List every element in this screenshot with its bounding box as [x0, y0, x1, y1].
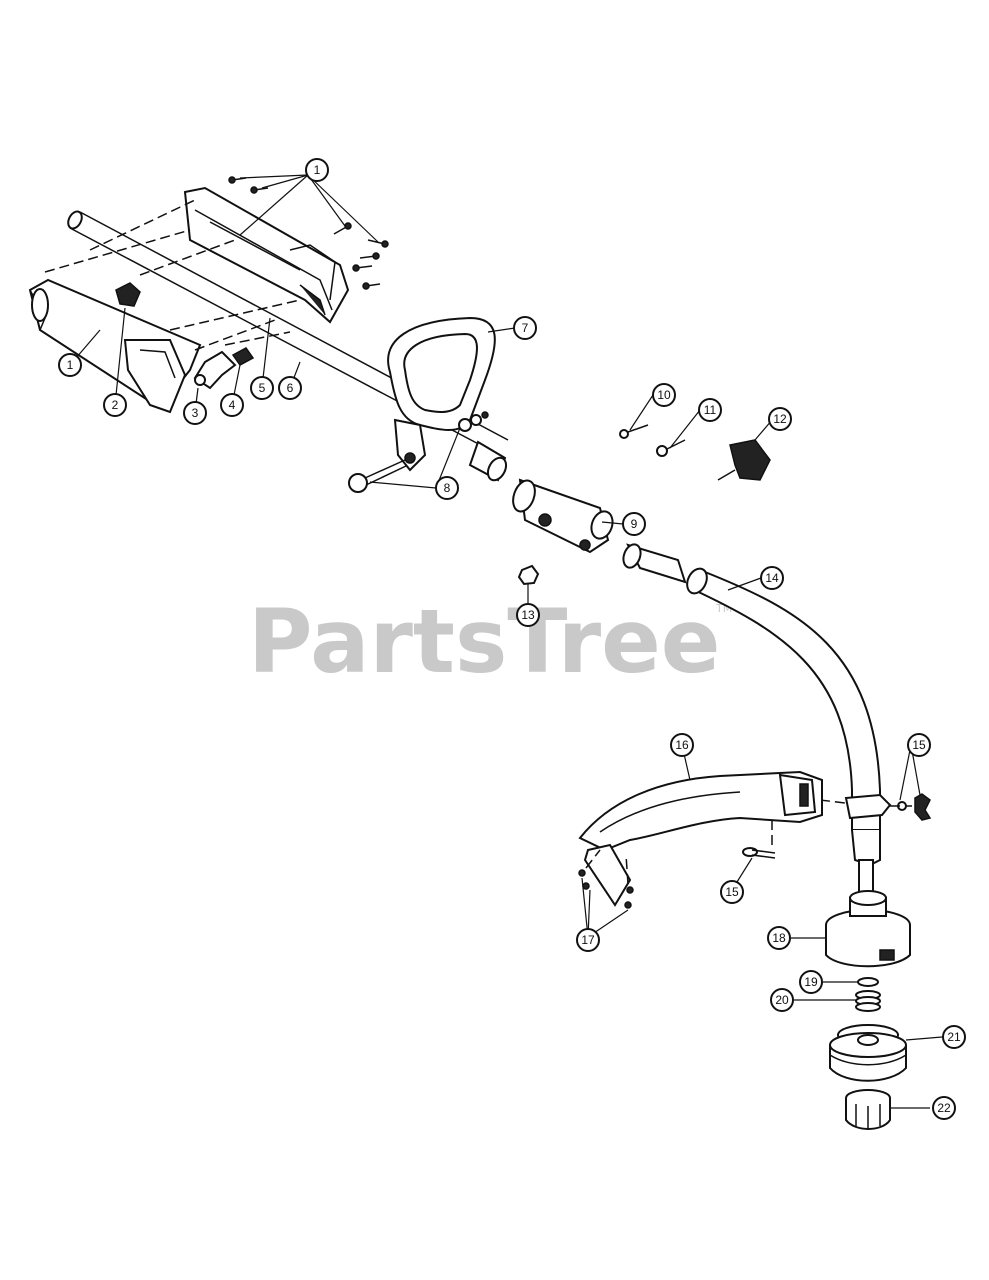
watermark-text: PartsTree [248, 590, 720, 693]
trigger [193, 350, 237, 390]
svg-text:21: 21 [947, 1030, 961, 1044]
blade-screws [578, 849, 634, 909]
svg-text:3: 3 [192, 406, 199, 420]
callout-12: 12 [768, 407, 792, 431]
svg-text:10: 10 [657, 388, 671, 402]
svg-text:6: 6 [287, 381, 294, 395]
tightening-knob [717, 439, 771, 481]
callout-13: 13 [516, 603, 540, 627]
svg-text:19: 19 [804, 975, 818, 989]
callout-17: 17 [576, 928, 600, 952]
callout-7: 7 [513, 316, 537, 340]
spring-clip [231, 347, 255, 366]
housing-screws [228, 176, 389, 290]
svg-text:14: 14 [765, 571, 779, 585]
callout-16: 16 [670, 733, 694, 757]
loop-handle [387, 316, 496, 472]
callout-15a: 15 [907, 733, 931, 757]
coupler-nut [517, 564, 540, 586]
washer [857, 977, 879, 987]
callout-5: 5 [250, 376, 274, 400]
svg-text:17: 17 [581, 933, 595, 947]
callout-11: 11 [698, 398, 722, 422]
bump-knob [845, 1089, 891, 1130]
switch [115, 282, 141, 307]
callout-19: 19 [799, 970, 823, 994]
svg-text:20: 20 [775, 993, 789, 1007]
spool-housing [825, 890, 911, 968]
callout-14: 14 [760, 566, 784, 590]
callout-10: 10 [652, 383, 676, 407]
spring [855, 990, 881, 1012]
shield-bolt [742, 820, 776, 859]
svg-text:15: 15 [912, 738, 926, 752]
right-housing [183, 186, 350, 324]
svg-text:15: 15 [725, 885, 739, 899]
callout-20: 20 [770, 988, 794, 1012]
callout-2: 2 [103, 393, 127, 417]
callout-1b: 1 [58, 353, 82, 377]
callout-1a: 1 [305, 158, 329, 182]
insert-sleeve [622, 543, 687, 584]
svg-text:9: 9 [631, 517, 638, 531]
callout-18: 18 [767, 926, 791, 950]
svg-text:1: 1 [67, 358, 74, 372]
svg-text:7: 7 [522, 321, 529, 335]
svg-text:1: 1 [314, 163, 321, 177]
assembly-lines-left [44, 199, 301, 351]
svg-text:18: 18 [772, 931, 786, 945]
svg-text:4: 4 [229, 398, 236, 412]
svg-text:2: 2 [112, 398, 119, 412]
svg-text:22: 22 [937, 1101, 951, 1115]
left-housing [28, 278, 202, 414]
coupler-screws [619, 424, 686, 457]
svg-text:5: 5 [259, 381, 266, 395]
svg-text:11: 11 [704, 403, 717, 417]
callout-15b: 15 [720, 880, 744, 904]
svg-text:13: 13 [521, 608, 535, 622]
svg-text:8: 8 [444, 481, 451, 495]
grass-shield [578, 770, 823, 907]
callout-9: 9 [622, 512, 646, 536]
spool [829, 1024, 907, 1082]
callout-21: 21 [942, 1025, 966, 1049]
svg-text:12: 12 [773, 412, 787, 426]
callout-22: 22 [932, 1096, 956, 1120]
coupler [512, 478, 614, 554]
callout-4: 4 [220, 393, 244, 417]
callout-6: 6 [278, 376, 302, 400]
callout-3: 3 [183, 401, 207, 425]
shield-clamp [819, 793, 932, 821]
watermark: PartsTree TM [248, 590, 732, 693]
callout-8: 8 [435, 476, 459, 500]
svg-text:16: 16 [675, 738, 689, 752]
